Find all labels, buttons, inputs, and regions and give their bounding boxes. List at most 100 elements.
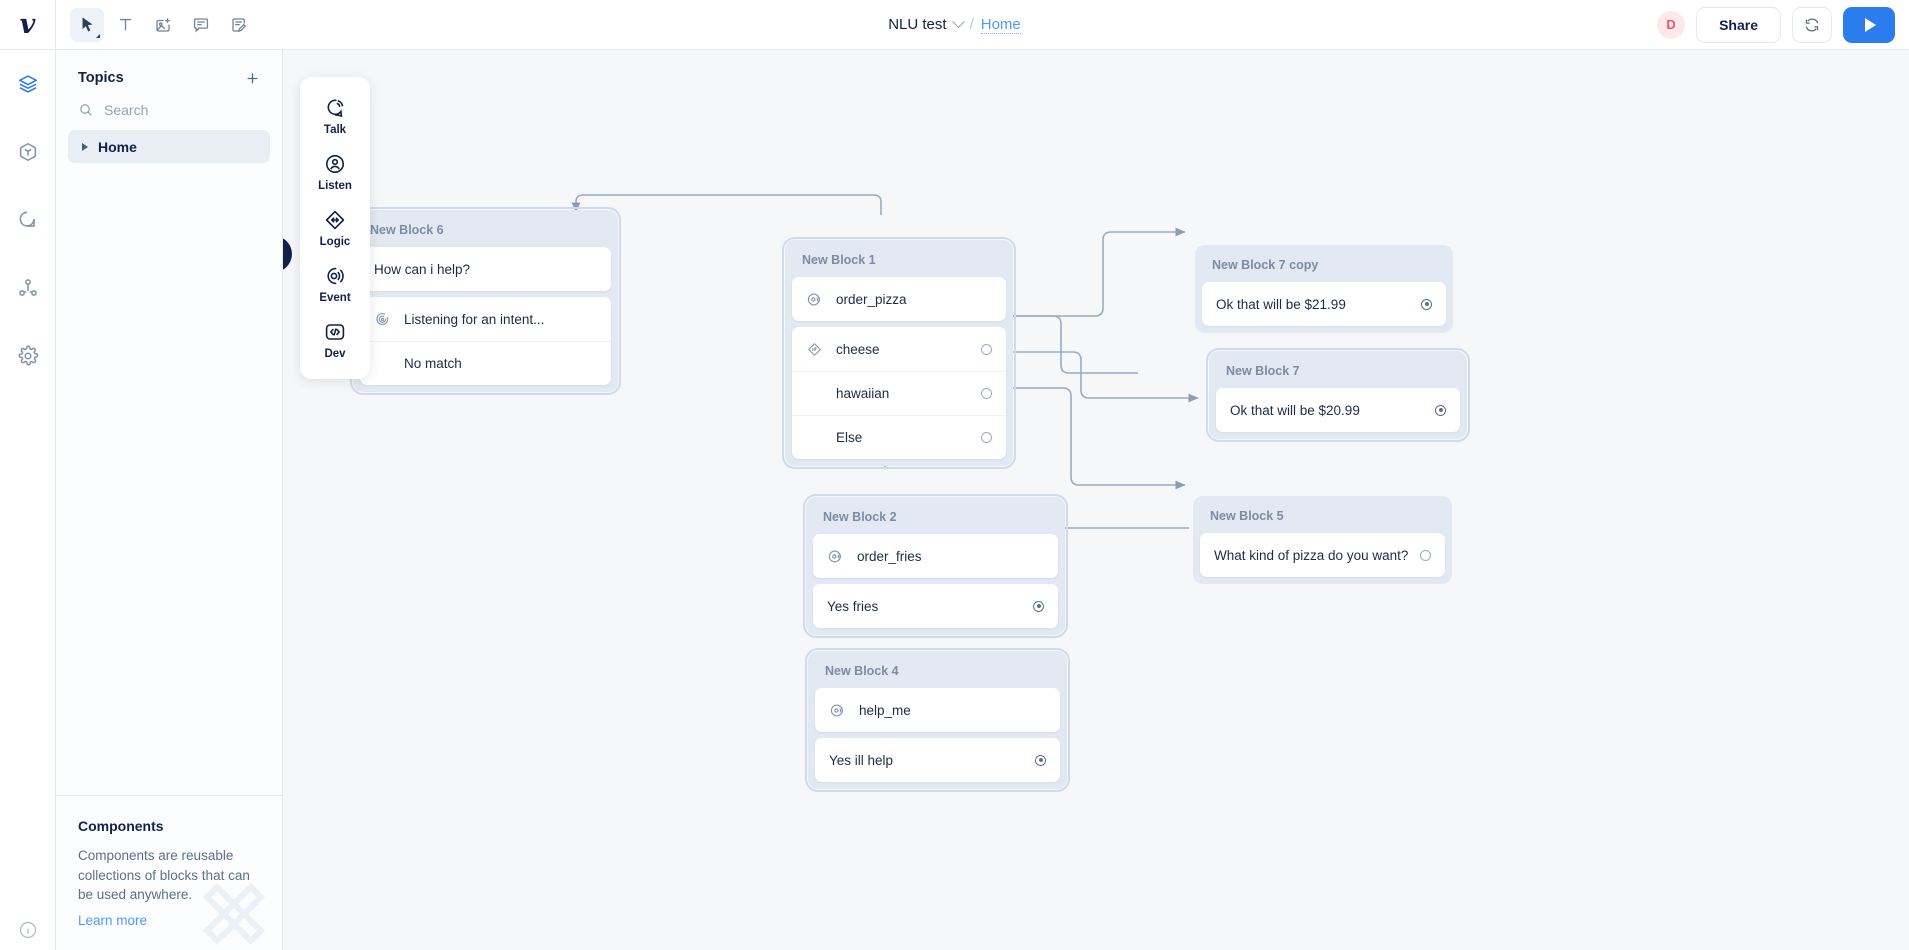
flow-tool-talk[interactable]: Talk (300, 89, 370, 145)
event-circle-icon (828, 550, 841, 562)
node-title: New Block 2 (823, 510, 897, 524)
node-title: New Block 7 (1226, 364, 1300, 378)
node-port[interactable] (1033, 600, 1044, 612)
node-row-text: Ok that will be $21.99 (1216, 296, 1346, 312)
edge-block1-block6 (571, 194, 882, 215)
node-port[interactable] (1035, 754, 1046, 766)
rail-item-integrations[interactable] (0, 254, 56, 322)
image-tool-button[interactable] (146, 8, 180, 42)
sidebar-item-home[interactable]: Home (68, 130, 270, 163)
search-placeholder: Search (104, 102, 149, 118)
breadcrumb-separator: / (969, 16, 974, 33)
node-card[interactable]: Yes fries (813, 584, 1058, 628)
flow-node-block7copy[interactable]: New Block 7 copy Ok that will be $21.99 (1195, 245, 1453, 333)
node-row[interactable]: hawaiian (792, 371, 1006, 415)
flow-canvas[interactable]: Talk Listen Logic (283, 50, 1909, 950)
node-card[interactable]: help_me (815, 688, 1060, 732)
comment-tool-button[interactable] (184, 8, 218, 42)
chevron-down-icon[interactable] (951, 15, 965, 29)
node-port[interactable] (1421, 298, 1432, 310)
flow-node-block2[interactable]: New Block 2 order_fries Yes fries (803, 494, 1068, 638)
node-port[interactable] (981, 343, 992, 355)
flow-node-block4[interactable]: New Block 4 help_me Yes ill help (805, 648, 1070, 792)
node-row[interactable]: Yes ill help (815, 738, 1060, 782)
info-icon (19, 921, 37, 939)
node-row[interactable]: cheese (792, 327, 1006, 371)
flow-node-block5[interactable]: New Block 5 What kind of pizza do you wa… (1193, 496, 1452, 584)
node-card[interactable]: Ok that will be $20.99 (1216, 388, 1460, 432)
run-button[interactable] (1843, 6, 1895, 43)
note-tool-button[interactable] (222, 8, 256, 42)
rail-item-conversations[interactable] (0, 186, 56, 254)
rail-item-layers[interactable] (0, 50, 56, 118)
node-row[interactable]: What kind of pizza do you want? (1200, 533, 1445, 577)
if-icon (806, 341, 826, 358)
breadcrumb-home[interactable]: Home (980, 15, 1021, 34)
tool-corner-marker (96, 33, 100, 38)
node-port[interactable] (1435, 404, 1446, 416)
flow-tool-label: Dev (324, 348, 346, 360)
select-tool-button[interactable] (70, 7, 104, 42)
node-card[interactable]: cheese hawaiian Else (792, 327, 1006, 459)
node-row[interactable]: help_me (815, 688, 1060, 732)
flow-node-block6[interactable]: New Block 6 How can i help? Listening f (350, 207, 621, 395)
search-input[interactable]: Search (56, 94, 282, 130)
node-row[interactable]: order_fries (813, 534, 1058, 578)
topics-title: Topics (78, 70, 124, 86)
project-name[interactable]: NLU test (888, 16, 947, 33)
refresh-button[interactable] (1792, 6, 1832, 43)
panel-collapse-handle[interactable] (283, 236, 292, 272)
flow-tool-label: Talk (323, 124, 347, 136)
components-description: Components are reusable collections of b… (78, 848, 250, 903)
add-topic-button[interactable] (242, 68, 262, 88)
node-card[interactable]: What kind of pizza do you want? (1200, 533, 1445, 577)
node-row-text: Yes ill help (829, 752, 894, 768)
node-row-text: No match (404, 356, 462, 371)
node-card[interactable]: Yes ill help (815, 738, 1060, 782)
nodes-icon (19, 279, 37, 296)
node-row[interactable]: Listening for an intent... (360, 297, 611, 341)
voiceflow-logo: v (19, 9, 36, 40)
node-port[interactable] (981, 388, 992, 399)
header-actions: D Share (1657, 0, 1895, 49)
event-circle-icon (830, 704, 843, 716)
flow-tool-logic[interactable]: Logic (300, 201, 370, 257)
node-card[interactable]: Listening for an intent... No match (360, 297, 611, 385)
node-card[interactable]: How can i help? (360, 247, 611, 291)
flow-tool-dev[interactable]: Dev (300, 313, 370, 369)
node-row-text: What kind of pizza do you want? (1214, 547, 1409, 563)
flow-node-block1[interactable]: New Block 1 order_pizza (782, 237, 1016, 469)
cursor-icon (82, 17, 92, 32)
node-row[interactable]: Ok that will be $20.99 (1216, 388, 1460, 432)
rail-item-help[interactable] (0, 920, 56, 940)
comment-icon (193, 17, 209, 33)
cube-icon (19, 142, 37, 162)
node-card[interactable]: order_fries (813, 534, 1058, 578)
learn-more-link[interactable]: Learn more (78, 913, 148, 928)
node-port[interactable] (981, 432, 992, 443)
flow-tool-label: Listen (318, 180, 352, 192)
edge-else-block5 (1012, 387, 1186, 490)
node-port[interactable] (1420, 549, 1431, 561)
node-row[interactable]: Ok that will be $21.99 (1202, 282, 1446, 326)
flow-tool-listen[interactable]: Listen (300, 145, 370, 201)
brand-logo-wrap[interactable]: v (0, 0, 56, 49)
play-icon (1865, 17, 1876, 32)
node-row[interactable]: Else (792, 415, 1006, 459)
text-tool-button[interactable] (108, 8, 142, 42)
rail-item-settings[interactable] (0, 322, 56, 390)
flow-node-block7[interactable]: New Block 7 Ok that will be $20.99 (1206, 348, 1470, 442)
node-row[interactable]: No match (360, 341, 611, 385)
share-button[interactable]: Share (1696, 6, 1781, 43)
node-row[interactable]: How can i help? (360, 247, 611, 291)
flow-tool-event[interactable]: Event (300, 257, 370, 313)
topics-header: Topics (56, 50, 282, 94)
rail-item-components[interactable] (0, 118, 56, 186)
node-card[interactable]: order_pizza (792, 277, 1006, 321)
text-icon (119, 18, 131, 31)
avatar[interactable]: D (1657, 10, 1686, 39)
node-card[interactable]: Ok that will be $21.99 (1202, 282, 1446, 326)
node-row[interactable]: Yes fries (813, 584, 1058, 628)
node-row[interactable]: order_pizza (792, 277, 1006, 321)
